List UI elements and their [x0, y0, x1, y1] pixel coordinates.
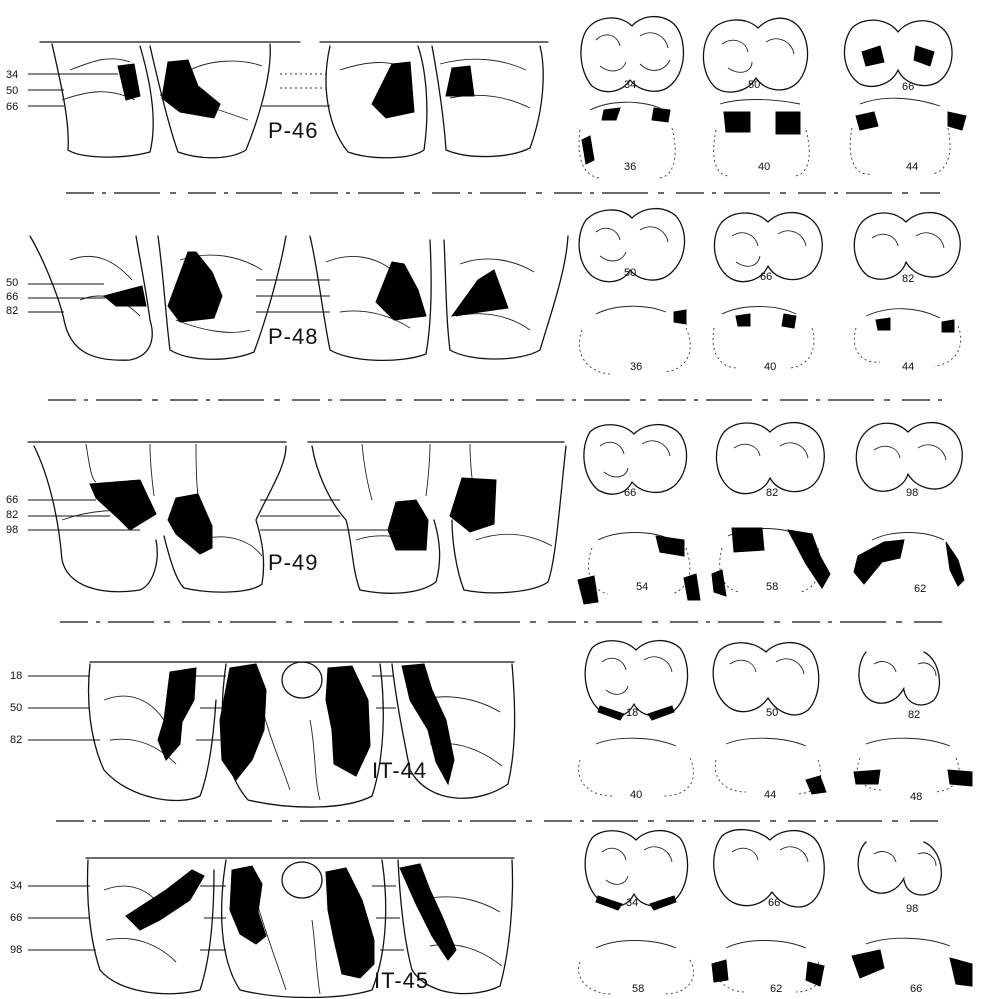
- coronal-sections-p46: 34 50 66 36 40 44: [579, 17, 966, 178]
- level-label: 66: [6, 291, 18, 303]
- section-number: 50: [624, 267, 636, 279]
- level-label: 50: [10, 702, 22, 714]
- coronal-sections-it45: 34 66 98 58 62 66: [579, 830, 972, 995]
- section-number: 36: [630, 361, 642, 373]
- section-number: 54: [636, 581, 648, 593]
- brain-view-left-p49: [28, 442, 286, 592]
- level-label: 82: [6, 305, 18, 317]
- case-label: IT-44: [372, 758, 427, 783]
- level-label: 34: [10, 880, 22, 892]
- section-number: 82: [908, 709, 920, 721]
- level-label: 18: [10, 670, 22, 682]
- brain-view-right-p46: [320, 42, 548, 158]
- level-label: 66: [10, 912, 22, 924]
- level-label: 82: [6, 509, 18, 521]
- level-label: 82: [10, 734, 22, 746]
- brain-view-left-p46: [40, 42, 300, 158]
- section-number: 98: [906, 903, 918, 915]
- section-number: 40: [630, 789, 642, 801]
- section-number: 58: [632, 983, 644, 995]
- section-number: 66: [624, 487, 636, 499]
- case-label: P-46: [268, 118, 318, 143]
- section-number: 18: [626, 707, 638, 719]
- section-number: 44: [902, 361, 914, 373]
- section-number: 62: [914, 583, 926, 595]
- panel-p46: 34 50 66 P-46 34 50 66 36 40 44: [6, 17, 966, 178]
- level-label: 34: [6, 69, 18, 81]
- panel-p48: 50 66 82 P-48 50 66 82 36 40 44: [6, 209, 961, 374]
- brain-view-ventral-it44: [89, 662, 515, 807]
- section-number: 66: [760, 271, 772, 283]
- level-label: 98: [10, 944, 22, 956]
- coronal-sections-p48: 50 66 82 36 40 44: [579, 209, 961, 374]
- level-label: 66: [6, 494, 18, 506]
- case-label: IT-45: [374, 968, 429, 993]
- section-number: 66: [902, 81, 914, 93]
- section-number: 40: [758, 161, 770, 173]
- panel-it45: 34 66 98 IT-45 34 66 98 58 62 66: [10, 830, 972, 998]
- section-number: 44: [764, 789, 776, 801]
- section-number: 48: [910, 791, 922, 803]
- case-label: P-48: [268, 324, 318, 349]
- section-number: 50: [766, 707, 778, 719]
- brain-view-ventral-it45: [86, 858, 514, 998]
- case-label: P-49: [268, 550, 318, 575]
- panel-it44: 18 50 82 IT-44 18 50 82 40 44 48: [10, 641, 972, 807]
- section-number: 44: [906, 161, 918, 173]
- panel-p49: 66 82 98 P-49 66 82 98 54 58 62: [6, 423, 964, 604]
- section-number: 82: [766, 487, 778, 499]
- section-number: 40: [764, 361, 776, 373]
- coronal-sections-it44: 18 50 82 40 44 48: [579, 641, 972, 803]
- section-number: 50: [748, 79, 760, 91]
- level-label: 98: [6, 524, 18, 536]
- section-number: 36: [624, 161, 636, 173]
- section-number: 82: [902, 273, 914, 285]
- section-number: 62: [770, 983, 782, 995]
- section-number: 34: [624, 79, 636, 91]
- level-label: 50: [6, 277, 18, 289]
- brain-view-right-p49: [308, 442, 566, 593]
- level-label: 50: [6, 85, 18, 97]
- section-number: 34: [626, 897, 638, 909]
- section-number: 66: [768, 897, 780, 909]
- section-number: 58: [766, 581, 778, 593]
- level-label: 66: [6, 101, 18, 113]
- section-number: 98: [906, 487, 918, 499]
- section-number: 66: [910, 983, 922, 995]
- coronal-sections-p49: 66 82 98 54 58 62: [578, 423, 964, 604]
- brain-view-right-p48: [310, 236, 568, 360]
